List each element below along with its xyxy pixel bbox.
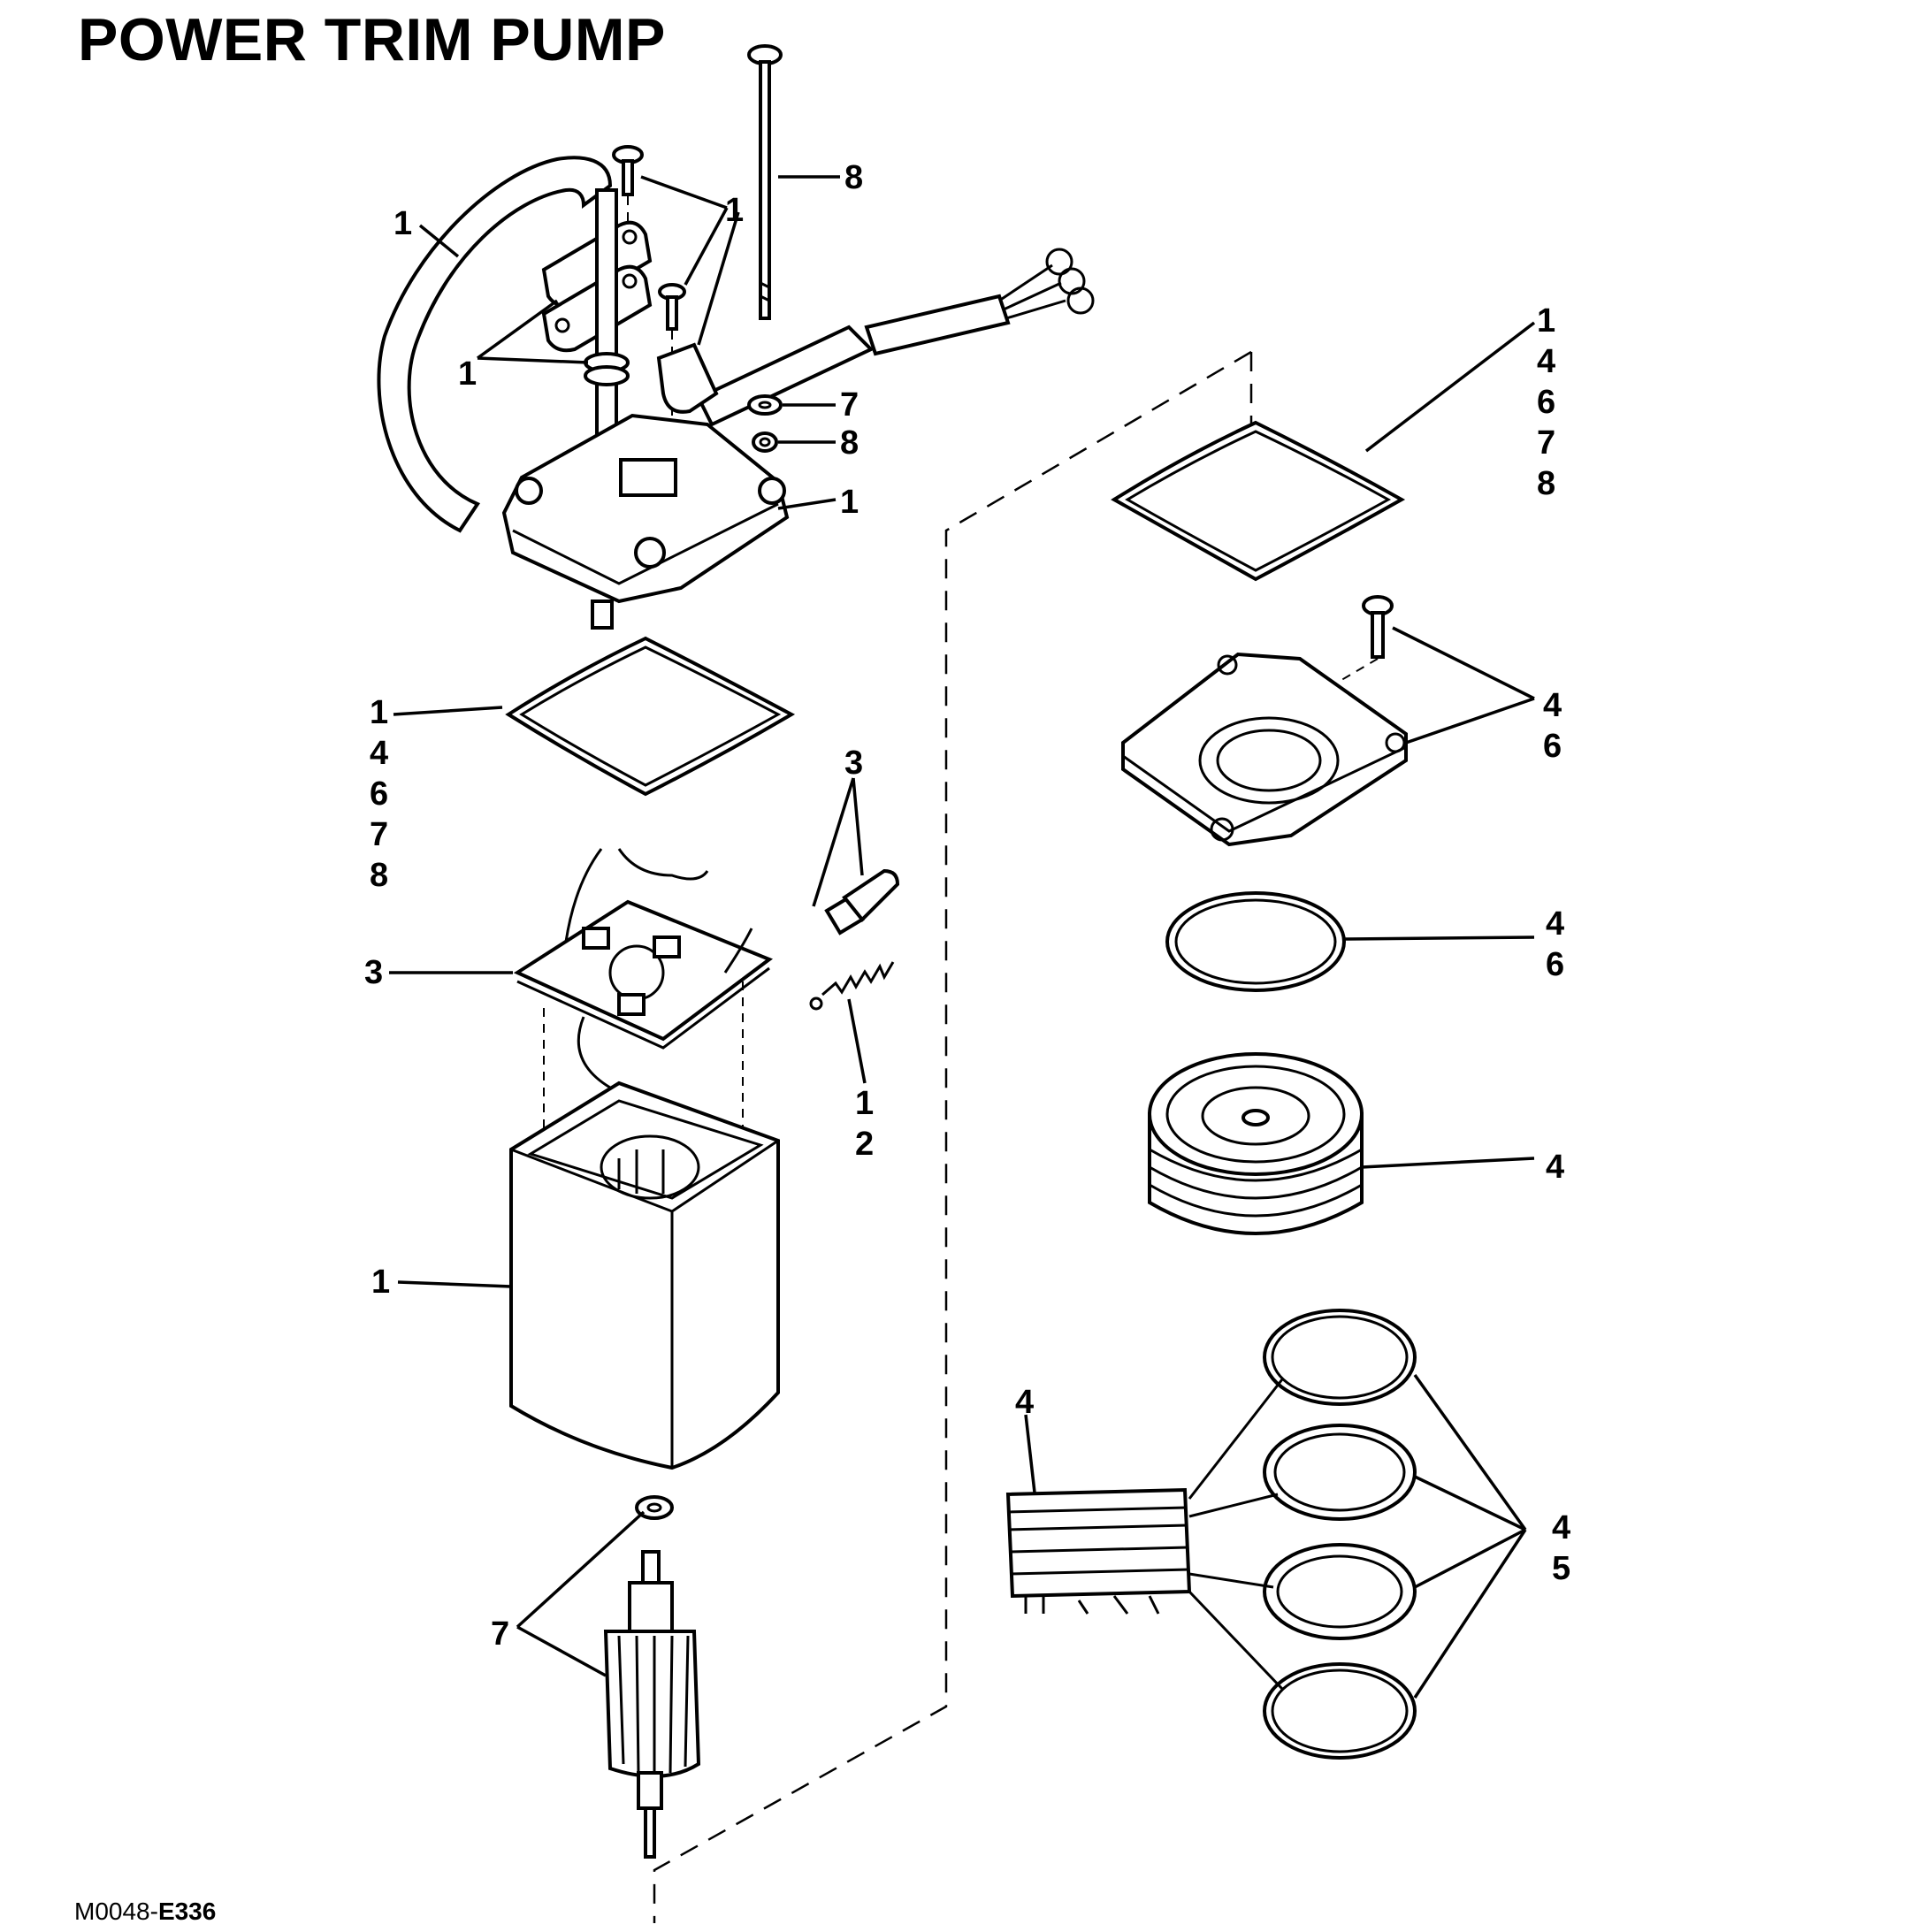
figure-code-prefix: M0048-	[74, 1898, 158, 1925]
callout-label: 3	[844, 745, 863, 782]
tube-grommet	[584, 188, 630, 448]
seal-ring-right	[1111, 420, 1406, 582]
armature	[603, 1550, 701, 1859]
callout-label: 4	[1015, 1384, 1034, 1421]
callout-label: 1	[393, 205, 412, 242]
brush-spring	[809, 961, 895, 1011]
pump-base	[1121, 652, 1408, 847]
oring-stack	[1263, 1309, 1417, 1760]
figure-code-suffix: E336	[157, 1898, 217, 1925]
valve-body	[1005, 1487, 1192, 1615]
armature-washer	[635, 1495, 674, 1520]
leader-lines	[389, 175, 1536, 1699]
callout-label: 7	[840, 386, 859, 424]
hose-part	[377, 156, 613, 533]
callout-label: 1	[371, 1264, 390, 1301]
figure-code: M0048-E336	[74, 1898, 216, 1926]
callout-label: 8	[844, 159, 863, 196]
motor-end-cap	[501, 413, 790, 630]
callout-label: 8	[840, 424, 859, 462]
callout-label: 1	[840, 484, 859, 521]
long-through-bolt	[747, 44, 783, 320]
brush-plate	[513, 848, 774, 1089]
pump-base-screw	[1317, 595, 1394, 695]
callout-label: 3	[364, 954, 383, 991]
flat-washer-7	[747, 394, 783, 416]
callout-label: 1	[458, 355, 477, 393]
callout-label: 7	[491, 1615, 509, 1653]
oring-large	[1165, 891, 1346, 992]
seal-ring-left	[505, 636, 796, 797]
brush-holders	[824, 868, 900, 935]
brush-wires-dash	[543, 981, 744, 1149]
page-title: POWER TRIM PUMP	[78, 6, 666, 73]
callout-label: 4	[1546, 1149, 1564, 1186]
pump-body	[1148, 1052, 1364, 1235]
lock-washer-8	[752, 431, 778, 453]
callout-label: 1	[725, 192, 744, 229]
wire-leads	[696, 248, 1095, 427]
motor-housing	[509, 1081, 780, 1470]
wire-clamp	[656, 342, 719, 414]
